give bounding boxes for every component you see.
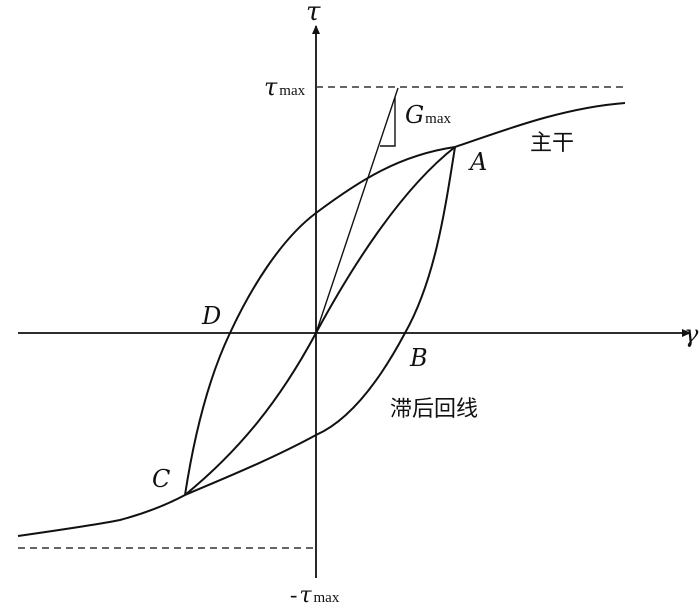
point-a-label: A xyxy=(468,148,487,176)
y-axis-label: τ xyxy=(306,0,321,27)
backbone-curve xyxy=(17,102,626,537)
point-b-label: B xyxy=(409,344,428,372)
hysteresis-upper-branch xyxy=(184,146,456,496)
point-d-label: D xyxy=(201,302,221,330)
point-c-label: C xyxy=(152,465,170,493)
backbone-label: 主干 xyxy=(530,131,574,156)
gmax-slope-triangle xyxy=(380,97,396,147)
x-axis-label: γ xyxy=(684,320,699,348)
hysteresis-loop-label: 滞后回线 xyxy=(390,397,478,422)
gmax-label: Gmax xyxy=(405,101,451,129)
hysteresis-lower-branch xyxy=(184,146,456,496)
gmax-tangent-line xyxy=(315,87,399,334)
